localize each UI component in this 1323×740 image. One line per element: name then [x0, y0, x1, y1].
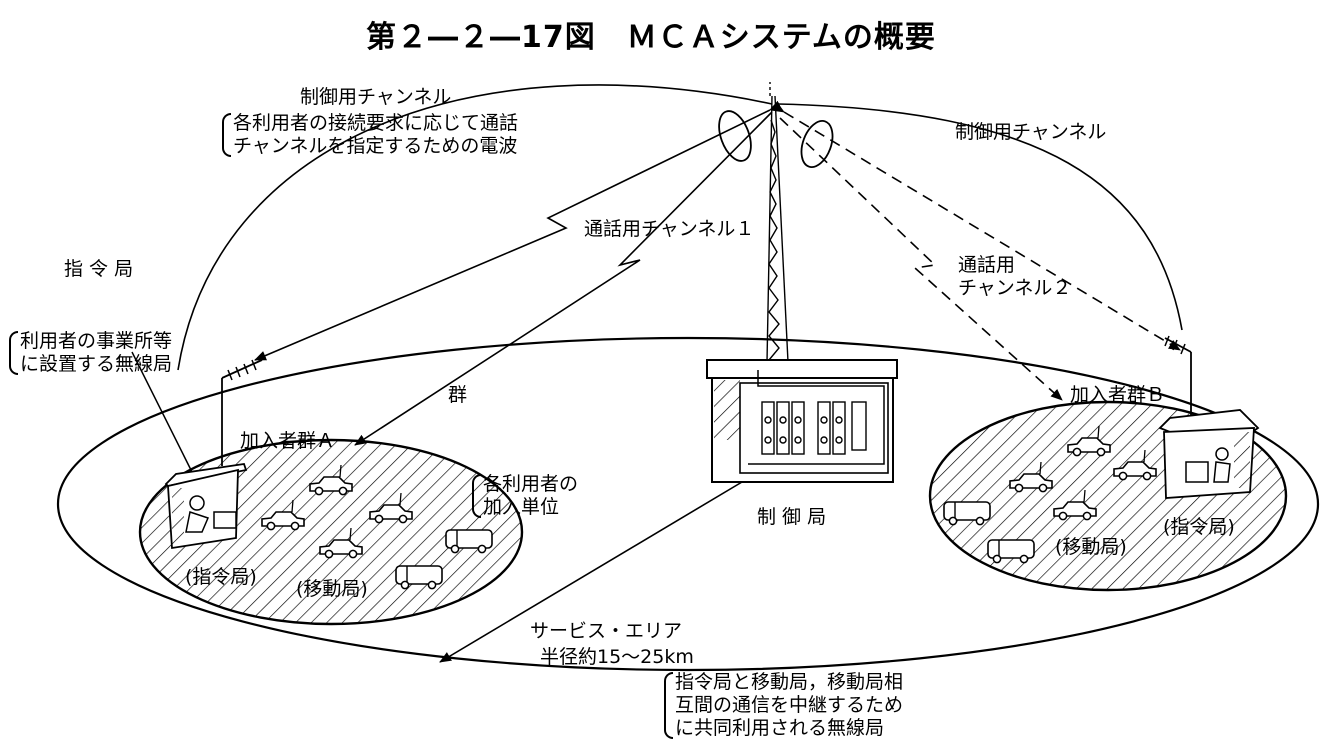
control-channel-left-label: 制御用チャンネル: [300, 86, 452, 108]
radio-link-tower-to-dispatch-a: [254, 100, 783, 361]
dispatch-station-a-building: [164, 359, 263, 550]
talk-channel-1-label: 通話用チャンネル１: [584, 218, 755, 240]
mca-system-diagram: 第２―２―17図 ＭＣＡシステムの概要: [9, 20, 1323, 739]
antenna-lobe-right: [800, 120, 834, 168]
dispatch-station-note: 利用者の事業所等 に設置する無線局: [9, 330, 1323, 376]
antenna-lobe-left: [718, 110, 752, 162]
control-link-right-dashed: [771, 102, 1181, 351]
figure-title: 第２―２―17図 ＭＣＡシステムの概要: [366, 20, 936, 55]
group-note: 各利用者の 加入単位: [472, 473, 1323, 519]
subscriber-group-a-label: 加入者群Ａ: [240, 430, 336, 452]
mobile-station-b-label: (移動局): [1055, 536, 1127, 558]
group-label: 群: [448, 384, 468, 406]
control-station-note: 指令局と移動局，移動局相 互間の通信を中継するため に共同利用される無線局: [664, 671, 1323, 740]
dispatch-station-b-label: (指令局): [1163, 516, 1235, 538]
mobile-station-a-label: (移動局): [296, 578, 368, 600]
control-station-heading: 制 御 局: [757, 506, 827, 528]
dispatch-station-heading: 指 令 局: [64, 258, 134, 280]
subscriber-group-b-label: 加入者群Ｂ: [1070, 384, 1166, 406]
dispatch-station-callout-line: [131, 351, 193, 473]
talk-channel-2-label: 通話用 チャンネル２: [958, 254, 1072, 299]
service-area-label: サービス・エリア: [530, 620, 683, 642]
service-radius-arrow: [439, 481, 743, 663]
talk-channel-1-link: [354, 111, 773, 446]
control-channel-left-note: 各利用者の接続要求に応じて通話 チャンネルを指定するための電波: [222, 112, 1323, 158]
service-radius-label: 半径約15～25km: [540, 646, 694, 668]
diagram-canvas: [56, 82, 1320, 672]
control-station-building: [706, 359, 898, 483]
dispatch-station-b-building: [1158, 335, 1260, 499]
control-channel-right-label: 制御用チャンネル: [955, 121, 1107, 143]
dispatch-station-a-label: (指令局): [185, 566, 257, 588]
